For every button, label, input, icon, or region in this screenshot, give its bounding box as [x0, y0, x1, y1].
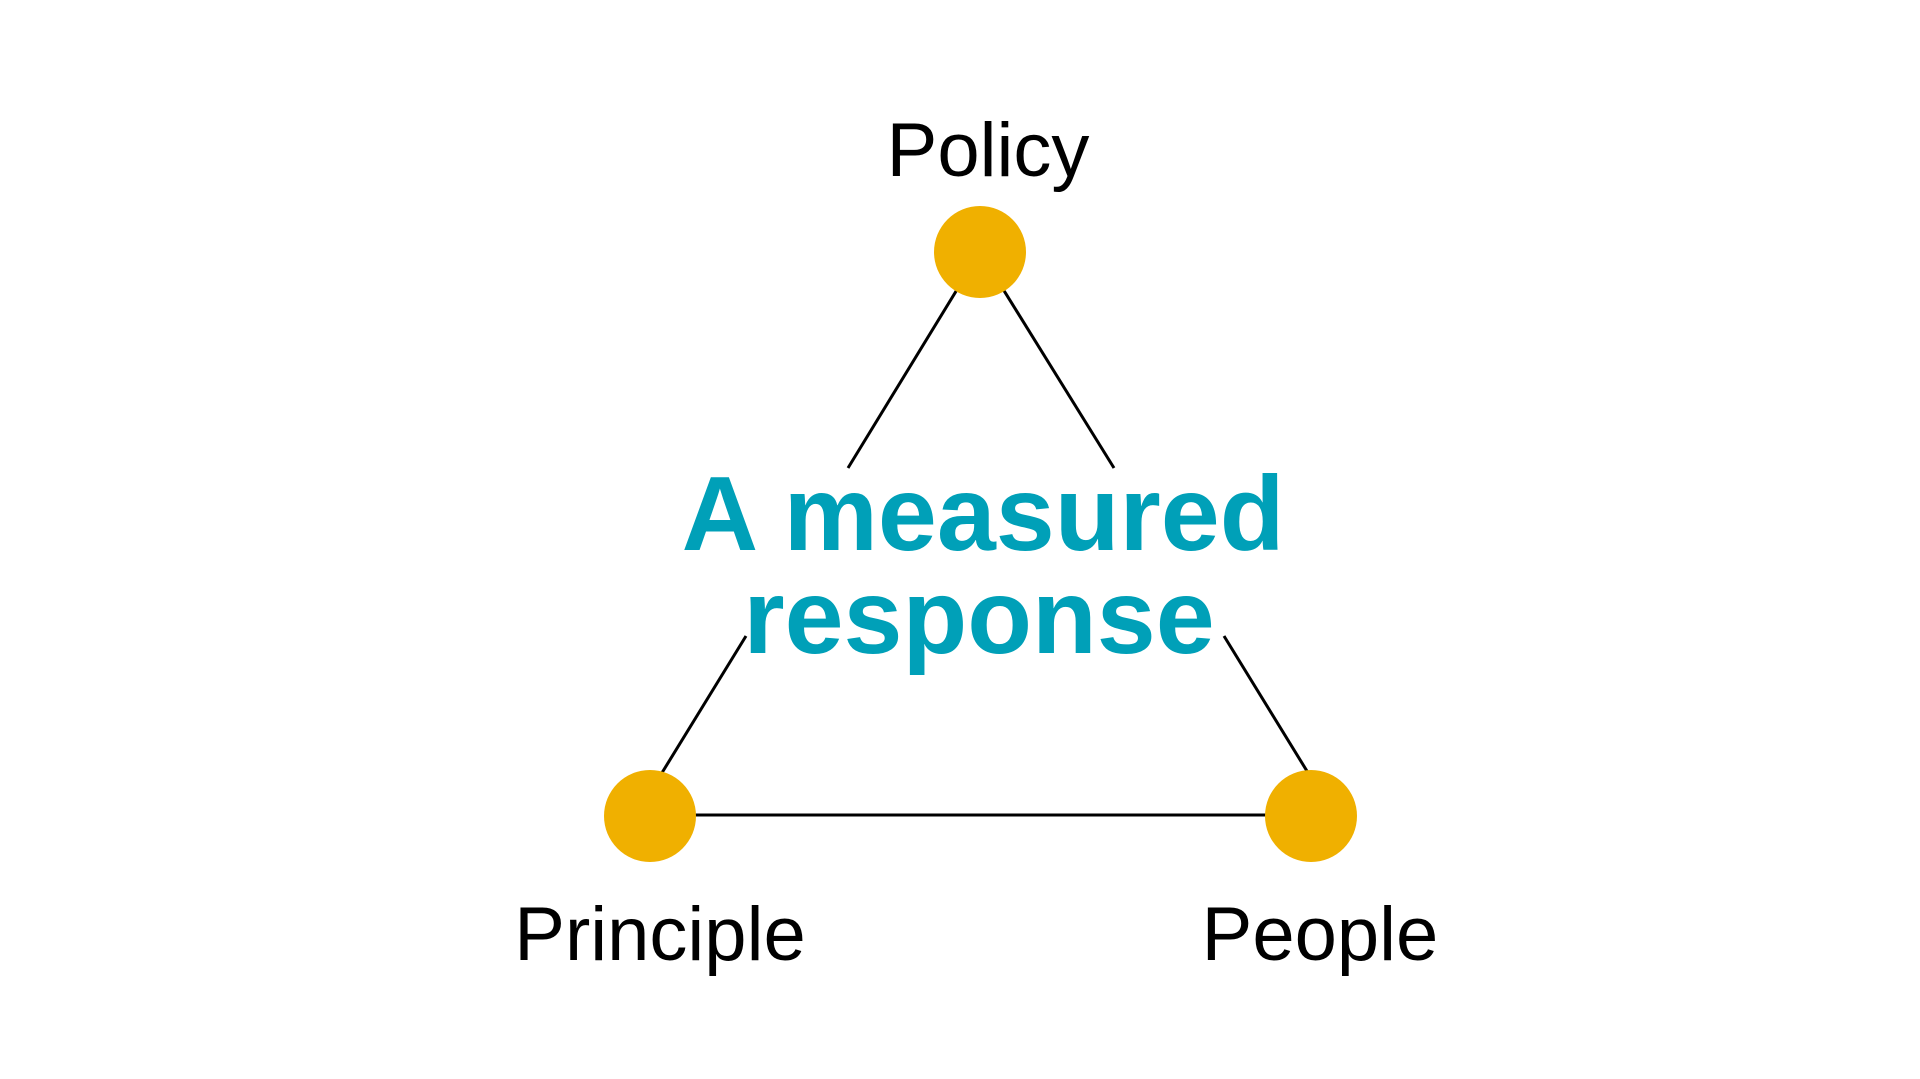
node-principle — [604, 770, 696, 862]
node-policy — [934, 206, 1026, 298]
edge-policy-principle-lower — [658, 635, 748, 777]
label-people: People — [1202, 892, 1439, 977]
edge-policy-people-lower — [1222, 635, 1312, 777]
node-people — [1265, 770, 1357, 862]
label-principle: Principle — [514, 892, 805, 977]
label-policy: Policy — [887, 108, 1090, 193]
center-title-line-2: response — [743, 558, 1214, 676]
center-title-line-1: A measured — [682, 455, 1285, 573]
